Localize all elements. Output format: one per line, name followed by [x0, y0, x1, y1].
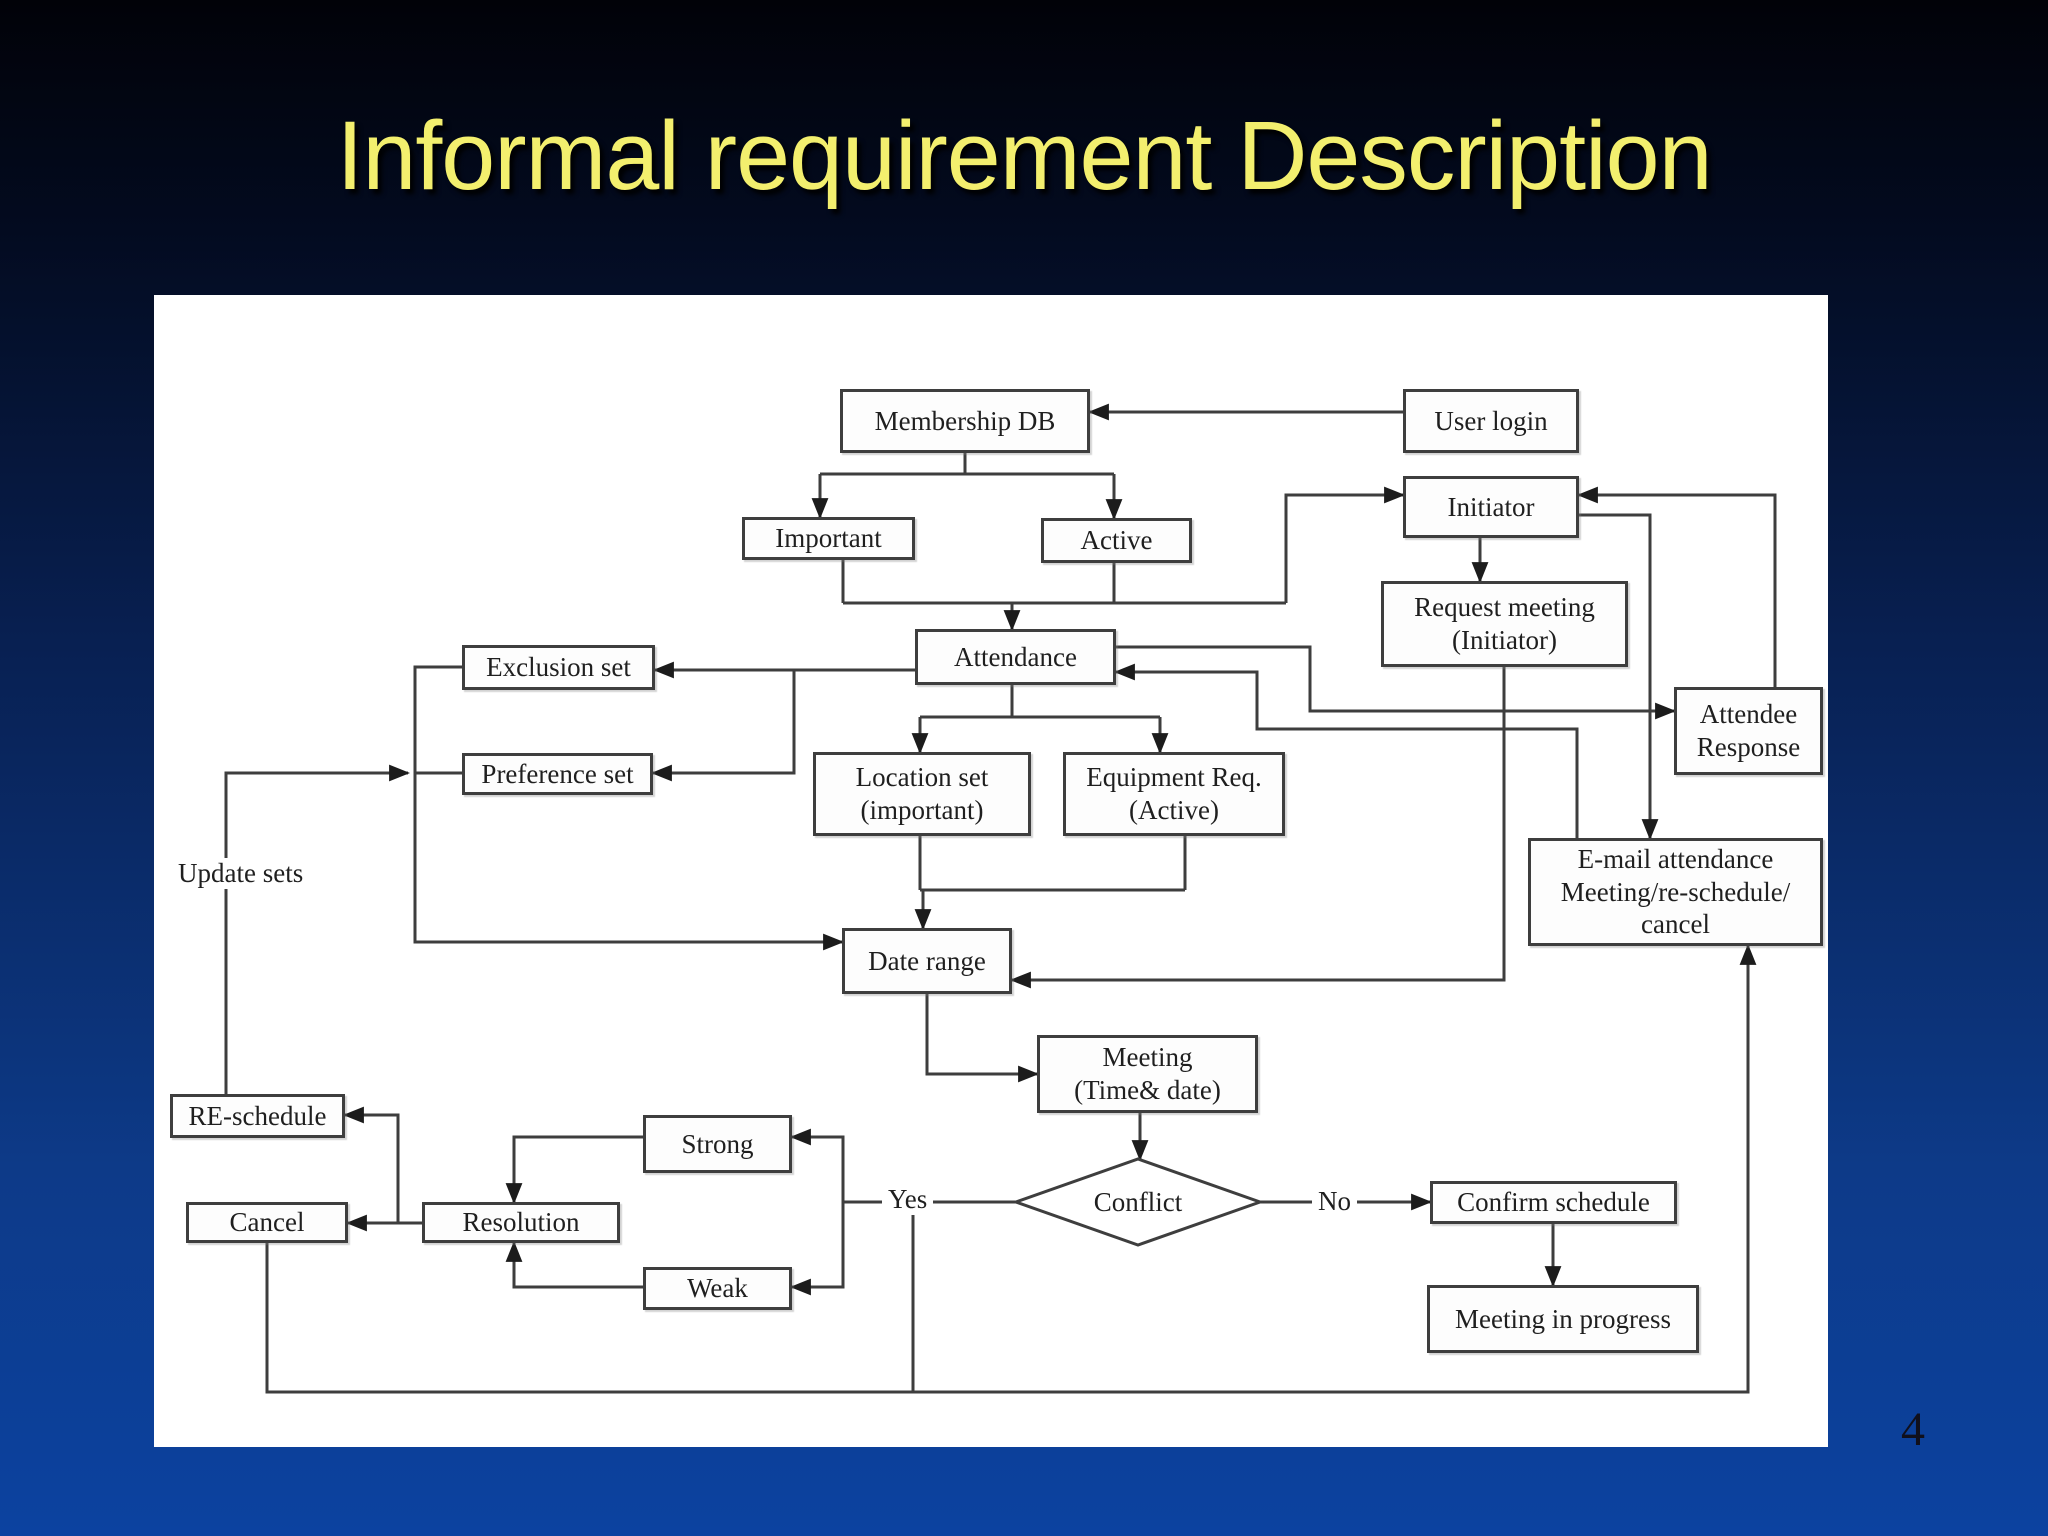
- node-meeting-time-label: Meeting: [1102, 1042, 1193, 1073]
- node-strong: Strong: [643, 1115, 792, 1173]
- node-conflict: Conflict: [1016, 1159, 1260, 1245]
- node-cancel-label: Cancel: [229, 1207, 305, 1238]
- node-date-range: Date range: [842, 928, 1012, 994]
- node-equipment-req-label: (Active): [1129, 795, 1219, 825]
- edge-yes-to-weak: [789, 1202, 845, 1296]
- node-important: Important: [742, 517, 915, 560]
- edge-branch-to-re-schedule: [342, 1106, 400, 1223]
- node-request-meeting: Request meeting(Initiator): [1381, 581, 1628, 667]
- node-important-label: Important: [775, 523, 882, 554]
- node-resolution-label: Resolution: [462, 1207, 580, 1238]
- node-exclusion-set-label: Exclusion set: [486, 652, 631, 683]
- label-update-sets: Update sets: [172, 858, 310, 889]
- node-exclusion-set: Exclusion set: [462, 645, 655, 690]
- node-membership-db: Membership DB: [840, 389, 1090, 453]
- node-meeting-time-label: (Time& date): [1074, 1075, 1221, 1105]
- edge-branch-to-preference-set: [650, 670, 796, 782]
- node-active-label: Active: [1080, 525, 1153, 556]
- node-request-meeting-label: (Initiator): [1452, 625, 1557, 655]
- node-membership-db-label: Membership DB: [874, 405, 1056, 436]
- node-cancel: Cancel: [186, 1202, 348, 1243]
- node-email-attendance-label: E-mail attendance: [1577, 843, 1774, 874]
- node-initiator: Initiator: [1403, 476, 1579, 538]
- node-confirm-schedule: Confirm schedule: [1430, 1181, 1677, 1224]
- node-date-range-label: Date range: [868, 945, 986, 976]
- edge-request-meeting-to-date-range: [1009, 667, 1506, 989]
- node-user-login-label: User login: [1434, 405, 1548, 436]
- node-initiator-label: Initiator: [1447, 491, 1535, 522]
- node-equipment-req-label: Equipment Req.: [1086, 762, 1262, 793]
- node-confirm-schedule-label: Confirm schedule: [1457, 1187, 1650, 1218]
- label-yes: Yes: [882, 1184, 934, 1215]
- node-request-meeting-label: Request meeting: [1414, 592, 1595, 623]
- node-strong-label: Strong: [681, 1128, 754, 1159]
- edge-strong-to-resolution: [505, 1135, 643, 1205]
- node-location-set-label: (important): [860, 795, 984, 825]
- node-user-login: User login: [1403, 389, 1579, 453]
- edge-email-attendance-to-attendance: [1113, 663, 1579, 838]
- edge-initiator-to-email-attendance: [1579, 513, 1659, 841]
- edge-date-range-to-meeting: [925, 994, 1040, 1083]
- edge-attendee-response-to-initiator: [1576, 486, 1777, 687]
- edge-sets-left-rail-to-date-range: [413, 665, 845, 951]
- edge-rail-to-initiator: [1284, 486, 1406, 603]
- node-equipment-req: Equipment Req.(Active): [1063, 752, 1285, 836]
- node-weak: Weak: [643, 1267, 792, 1310]
- node-preference-set: Preference set: [462, 753, 653, 795]
- edge-cancel-bottom-loop-to-email: [265, 943, 1757, 1394]
- node-resolution: Resolution: [422, 1202, 620, 1243]
- node-weak-label: Weak: [687, 1273, 748, 1304]
- node-meeting-progress-label: Meeting in progress: [1455, 1303, 1671, 1334]
- node-attendance: Attendance: [915, 629, 1116, 685]
- edge-update-sets-feedback: [224, 764, 411, 1094]
- slide-title: Informal requirement Description: [336, 101, 1712, 210]
- node-location-set-label: Location set: [855, 762, 989, 793]
- node-attendee-response-label: Attendee: [1699, 699, 1798, 730]
- node-email-attendance-label: cancel: [1641, 909, 1710, 940]
- conflict-diamond-shape: [1011, 1157, 1265, 1247]
- node-preference-set-label: Preference set: [481, 758, 634, 789]
- node-attendance-label: Attendance: [954, 641, 1077, 672]
- node-conflict-label: Conflict: [1093, 1186, 1183, 1217]
- node-re-schedule-label: RE-schedule: [188, 1100, 327, 1131]
- node-re-schedule: RE-schedule: [170, 1094, 345, 1138]
- edge-weak-to-resolution: [505, 1240, 643, 1289]
- edge-yes-to-strong: [789, 1128, 845, 1202]
- node-email-attendance-label: Meeting/re-schedule/: [1560, 876, 1791, 907]
- node-attendee-response-label: Response: [1696, 732, 1801, 762]
- node-meeting-time: Meeting(Time& date): [1037, 1035, 1258, 1113]
- node-location-set: Location set(important): [813, 752, 1031, 836]
- edge-attendance-to-attendee-response: [1116, 645, 1677, 720]
- page-number: 4: [1901, 1403, 1925, 1456]
- node-meeting-progress: Meeting in progress: [1427, 1285, 1699, 1353]
- label-no: No: [1312, 1186, 1357, 1217]
- node-active: Active: [1041, 518, 1192, 563]
